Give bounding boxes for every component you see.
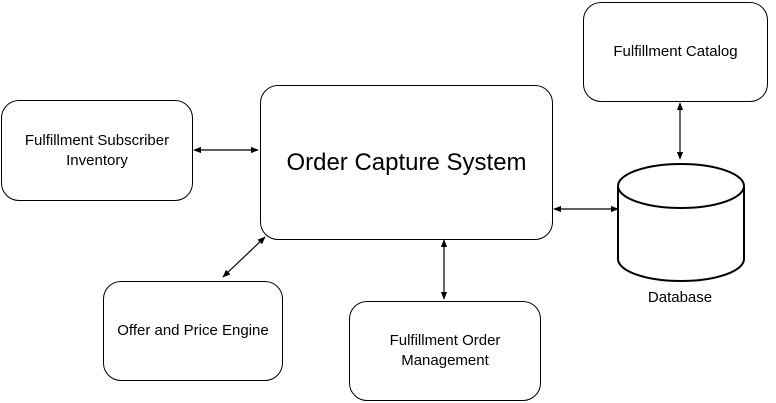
subscriber-inventory-box: Fulfillment Subscriber Inventory <box>1 100 193 201</box>
offer-price-engine-label: Offer and Price Engine <box>117 322 269 339</box>
order-capture-system-box: Order Capture System <box>260 85 553 240</box>
offer-price-engine-box: Offer and Price Engine <box>103 281 283 381</box>
order-capture-system-label: Order Capture System <box>286 148 527 176</box>
database-top <box>617 163 745 209</box>
database-body <box>617 186 745 282</box>
subscriber-inventory-label: Fulfillment Subscriber Inventory <box>24 131 170 169</box>
order-management-box: Fulfillment Order Management <box>349 301 541 401</box>
database-cylinder <box>617 163 745 282</box>
database-label: Database <box>647 289 713 306</box>
catalog-label: Fulfillment Catalog <box>613 43 738 60</box>
order-management-label: Fulfillment Order Management <box>389 332 501 369</box>
catalog-box: Fulfillment Catalog <box>583 2 768 102</box>
arrow-offer-order-capture <box>222 236 266 278</box>
